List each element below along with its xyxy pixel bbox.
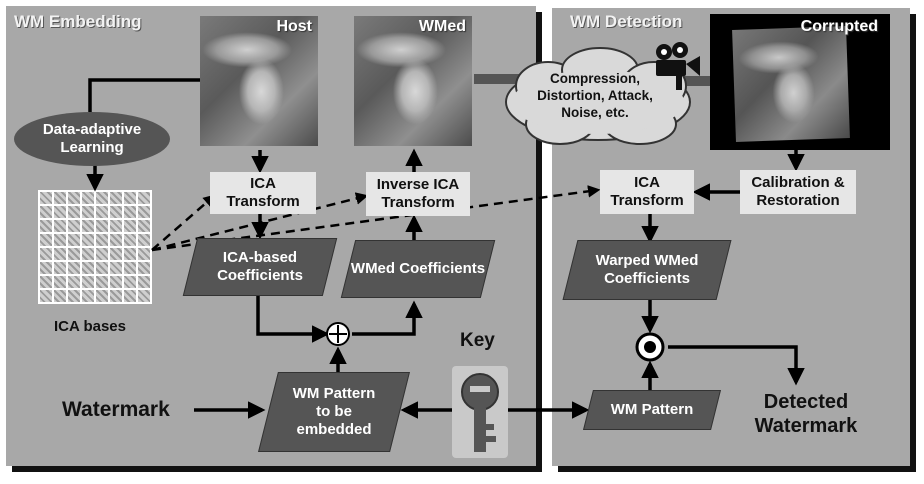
learning-text: Data-adaptive Learning (42, 121, 142, 156)
coeffs-to-plus-line (256, 296, 330, 343)
host-label: Host (276, 18, 312, 35)
ica-coefficients-node: ICA-based Coefficients (182, 238, 338, 296)
wmed-coefficients-text: WMed Coefficients (350, 260, 486, 277)
host-to-learning-line (88, 78, 200, 112)
wm-pattern-detect-text: WM Pattern (610, 401, 694, 418)
plus-to-wmedcoeffs-line (352, 300, 423, 336)
detection-title: WM Detection (570, 12, 683, 31)
host-image: Host (200, 16, 318, 146)
corrupted-label: Corrupted (800, 18, 878, 35)
wmed-coefficients-node: WMed Coefficients (340, 240, 496, 298)
detection-ica-box: ICA Transform (600, 170, 694, 214)
attack-cloud-text: Compression, Distortion, Attack, Noise, … (537, 71, 653, 120)
ica-bases-label: ICA bases (54, 318, 126, 335)
wmed-image: WMed (354, 16, 472, 146)
wmed-to-cloud-bar (474, 74, 522, 84)
embedding-title: WM Embedding (14, 12, 142, 31)
cloud-to-corrupted-bar (684, 76, 710, 86)
key-icon (452, 366, 508, 458)
ica-coefficients-text: ICA-based Coefficients (217, 249, 303, 284)
watermark-label: Watermark (62, 398, 170, 421)
wm-pattern-detect-node: WM Pattern (583, 390, 721, 430)
inverse-ica-box: Inverse ICA Transform (366, 172, 470, 216)
wmed-label: WMed (418, 18, 466, 35)
warped-coefficients-node: Warped WMed Coefficients (562, 240, 732, 300)
ica-bases-grid (38, 190, 152, 304)
learning-ellipse: Data-adaptive Learning (14, 112, 170, 166)
key-label: Key (460, 330, 495, 351)
correlator-to-detected-line (668, 345, 805, 386)
warped-coefficients-text: Warped WMed Coefficients (595, 252, 699, 287)
wm-pattern-embed-text: WM Pattern to be embedded (292, 385, 376, 438)
corrupted-image: Corrupted (710, 14, 890, 150)
ica-transform-box: ICA Transform (210, 172, 316, 214)
bases-to-inverse-dashed (151, 192, 369, 252)
detected-watermark-label: Detected Watermark (754, 391, 858, 437)
calibration-box: Calibration & Restoration (740, 170, 856, 214)
bases-to-ica-dashed (151, 194, 216, 251)
projector-icon (656, 42, 700, 90)
wm-pattern-embed-node: WM Pattern to be embedded (258, 372, 410, 452)
